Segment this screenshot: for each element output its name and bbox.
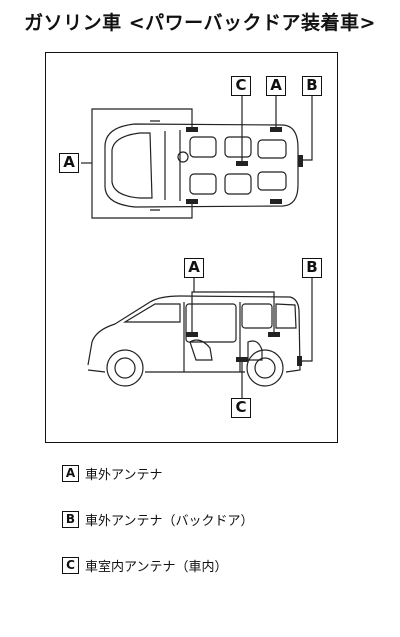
label-c-top: C [231, 76, 251, 96]
diagram-frame [45, 52, 338, 443]
label-b-side: B [302, 258, 322, 278]
label-a-left: A [59, 153, 79, 173]
legend-key-b: B [62, 511, 79, 528]
label-b-top: B [302, 76, 322, 96]
legend-item-c: C 車室内アンテナ（車内） [62, 556, 227, 575]
legend-text-c: 車室内アンテナ（車内） [85, 560, 228, 575]
label-a-side: A [184, 258, 204, 278]
legend-item-a: A 車外アンテナ [62, 464, 162, 483]
label-a-top: A [266, 76, 286, 96]
label-c-side: C [231, 398, 251, 418]
legend-key-c: C [62, 557, 79, 574]
side-view-car [87, 295, 301, 387]
page-title: ガソリン車 <パワーバックドア装着車> [24, 12, 376, 34]
legend-text-a: 車外アンテナ [85, 468, 163, 483]
legend-key-a: A [62, 465, 79, 482]
legend-item-b: B 車外アンテナ（バックドア） [62, 510, 253, 529]
legend-text-b: 車外アンテナ（バックドア） [85, 514, 254, 529]
top-view-car [104, 120, 299, 211]
